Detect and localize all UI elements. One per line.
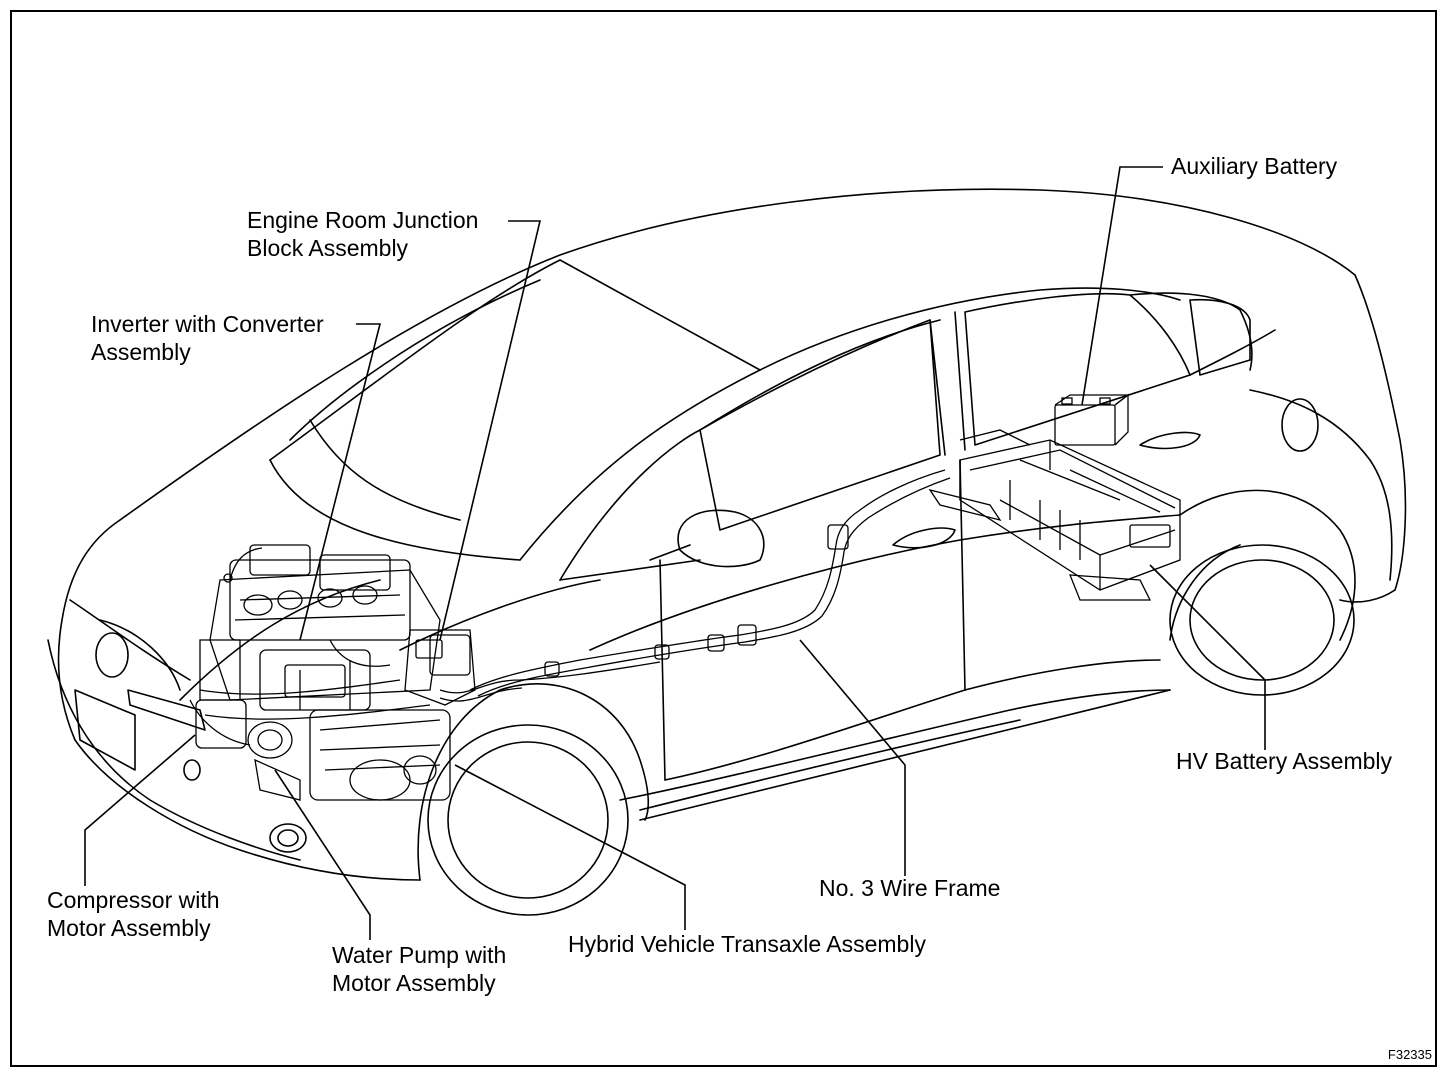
label-line: Motor Assembly bbox=[47, 915, 211, 941]
leader-engine-room-junction bbox=[439, 220, 542, 641]
label-line: Auxiliary Battery bbox=[1171, 153, 1338, 179]
leader-transaxle bbox=[454, 764, 686, 930]
label-line: Water Pump with bbox=[332, 942, 507, 968]
leader-compressor bbox=[84, 734, 196, 886]
label-line: Engine Room Junction bbox=[247, 207, 479, 233]
car-body-outline bbox=[47, 188, 1407, 916]
label-compressor-with-motor: Compressor with Motor Assembly bbox=[47, 886, 220, 942]
label-hv-battery-assembly: HV Battery Assembly bbox=[1176, 747, 1392, 775]
label-line: Assembly bbox=[91, 339, 191, 365]
label-line: No. 3 Wire Frame bbox=[819, 875, 1001, 901]
leader-water-pump bbox=[274, 769, 371, 940]
label-water-pump-with-motor: Water Pump with Motor Assembly bbox=[332, 941, 506, 997]
label-line: Block Assembly bbox=[247, 235, 409, 261]
label-inverter-with-converter: Inverter with Converter Assembly bbox=[91, 310, 324, 366]
leader-auxiliary-battery bbox=[1081, 166, 1163, 406]
label-auxiliary-battery: Auxiliary Battery bbox=[1171, 152, 1337, 180]
label-no3-wire-frame: No. 3 Wire Frame bbox=[819, 874, 1000, 902]
label-line: HV Battery Assembly bbox=[1176, 748, 1393, 774]
label-line: Inverter with Converter bbox=[91, 311, 324, 337]
hv-battery-drawing bbox=[469, 393, 1181, 697]
label-hybrid-vehicle-transaxle: Hybrid Vehicle Transaxle Assembly bbox=[568, 930, 926, 958]
diagram-frame bbox=[10, 10, 1437, 1067]
leader-inverter bbox=[299, 323, 382, 641]
leader-no3-wire-frame bbox=[799, 639, 906, 876]
leader-hv-battery bbox=[1149, 564, 1266, 750]
leader-lines bbox=[84, 166, 1266, 940]
engine-assembly-drawing bbox=[189, 544, 661, 801]
figure-code: F32335 bbox=[1387, 1047, 1432, 1062]
label-line: Hybrid Vehicle Transaxle Assembly bbox=[568, 931, 926, 957]
label-line: Compressor with bbox=[47, 887, 220, 913]
label-line: Motor Assembly bbox=[332, 970, 496, 996]
label-engine-room-junction-block: Engine Room Junction Block Assembly bbox=[247, 206, 478, 262]
